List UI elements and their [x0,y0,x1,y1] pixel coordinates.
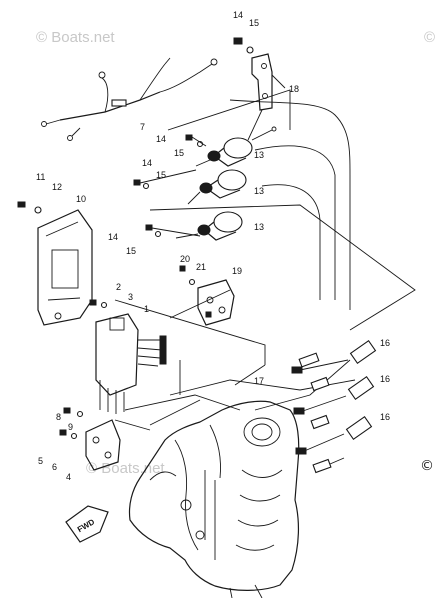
cdi-screws [89,299,108,309]
watermark-top-right: © [424,29,435,46]
part-label: 16 [380,412,390,422]
engine-block [128,400,300,598]
part-label: 1 [144,304,149,314]
wire-harness [41,57,218,141]
ignition-coil-3 [175,211,243,241]
spark-plug [298,352,345,474]
part-label: 15 [126,246,136,256]
part-label: 2 [116,282,121,292]
part-label: 13 [254,186,264,196]
part-label: 17 [254,376,264,386]
watermark-top-left: © Boats.net [36,29,115,46]
part-label: 14 [156,134,166,144]
ignition-coil-1 [195,126,277,167]
part-labels: 14 15 18 7 14 15 13 14 15 13 13 11 12 10… [36,10,390,482]
part-label: 8 [56,412,61,422]
part-label: 6 [52,462,57,472]
plug-cap-3 [295,414,373,455]
part-label: 9 [68,422,73,432]
part-label: 18 [289,84,299,94]
part-label: 10 [76,194,86,204]
part-label: 14 [233,10,243,20]
part-label: 3 [128,292,133,302]
rectifier [85,419,121,471]
part-label: 16 [380,374,390,384]
part-label: 13 [254,150,264,160]
ignition-coil-2 [187,169,247,205]
part-label: 7 [140,122,145,132]
coil-screws [133,134,207,238]
screw-top [233,37,254,54]
cdi-unit [95,313,167,414]
rectifier-screws [59,407,84,440]
fwd-arrow: FWD [65,505,109,543]
watermark-bottom: © Boats.net [86,460,165,477]
part-label: 11 [36,172,45,182]
part-label: 20 [180,254,190,264]
part-label: 19 [232,266,242,276]
switch-assembly [197,279,235,326]
part-label: 15 [174,148,184,158]
cover-plate [37,209,93,326]
part-label: 16 [380,338,390,348]
plug-cap-1 [291,340,377,374]
part-label: 15 [249,18,259,28]
part-label: 12 [52,182,62,192]
part-label: 5 [38,456,43,466]
part-label: 4 [66,472,71,482]
part-label: 15 [156,170,166,180]
switch-screws [179,265,196,286]
copyright-mark: © [420,458,434,474]
mounting-bracket [251,53,286,111]
plug-cap-2 [293,376,375,415]
part-label: 21 [196,262,206,272]
part-label: 14 [142,158,152,168]
cover-screw [17,201,42,214]
part-label: 13 [254,222,264,232]
part-label: 14 [108,232,118,242]
fwd-label: FWD [76,517,96,534]
